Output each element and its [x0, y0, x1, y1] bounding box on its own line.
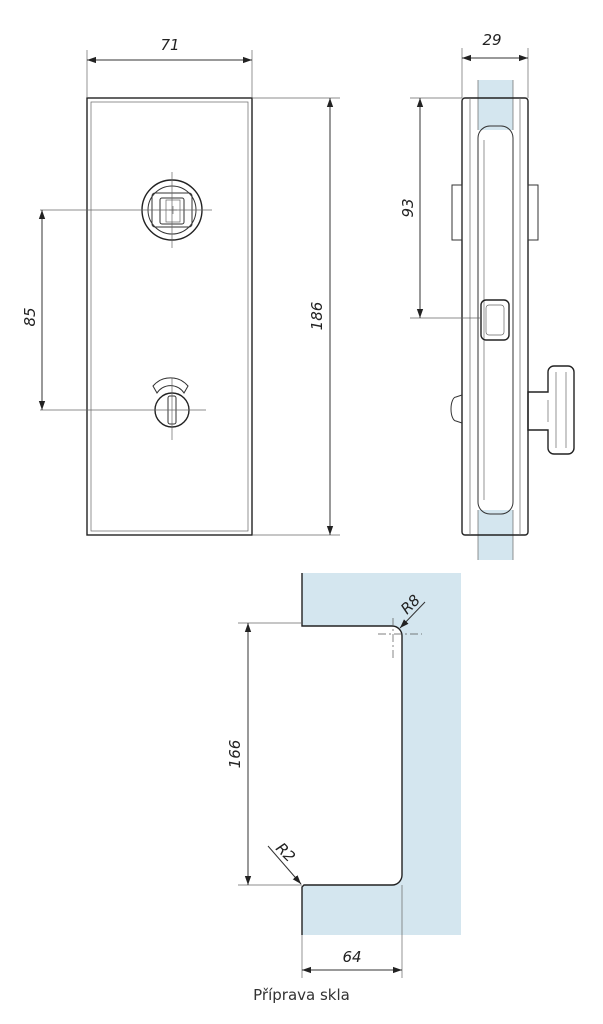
- side-body-outer: [461, 97, 529, 536]
- front-plate-inner-edge: [90, 101, 249, 532]
- side-glass-top: [478, 80, 513, 130]
- side-view: 29 93: [399, 31, 575, 560]
- glass-panel: [302, 573, 461, 935]
- caption: Příprava skla: [253, 986, 350, 1004]
- side-thumb-knob: [527, 365, 575, 455]
- side-thickness-label: 29: [482, 31, 501, 49]
- front-view: 71 186 85: [21, 36, 340, 536]
- glass-cutout-edge: [301, 573, 403, 935]
- center-distance-label: 85: [21, 307, 39, 326]
- cutout-depth-label: 64: [342, 948, 361, 966]
- r2-leader: [267, 845, 302, 885]
- side-height-label: 93: [399, 198, 417, 217]
- side-slot: [480, 299, 510, 341]
- side-tab-left: [451, 184, 463, 241]
- side-body-inner: [477, 125, 514, 515]
- radius-bottom-label: R2: [272, 839, 299, 866]
- glass-cutout-view: R8 R2 166 64: [226, 573, 461, 978]
- r8-leader: [399, 601, 426, 629]
- side-tab-right: [527, 184, 539, 241]
- indicator-knob: [152, 377, 190, 428]
- cutout-height-label: 166: [226, 740, 244, 769]
- front-plate: [86, 97, 253, 536]
- front-height-label: 186: [308, 302, 326, 331]
- front-width-label: 71: [160, 36, 179, 54]
- side-cylinder-bump: [450, 394, 463, 424]
- side-slot-inner: [485, 304, 505, 336]
